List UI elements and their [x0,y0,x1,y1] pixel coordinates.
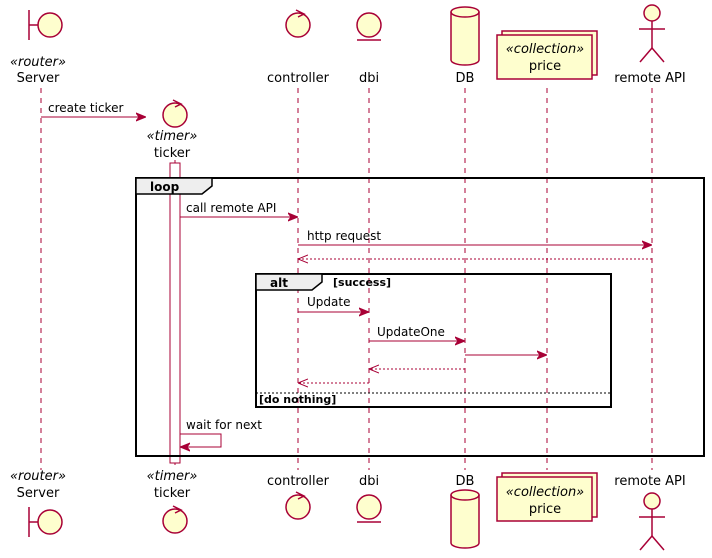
price-label-top: price [529,59,561,74]
server-label-top: Server [17,71,60,86]
alt-frame-tab [255,273,323,291]
ticker-label-top: ticker [154,146,191,161]
ticker-label-bottom: ticker [154,486,191,501]
controller-label-bottom: controller [267,474,330,489]
ticker-control-icon-bottom [162,505,188,534]
price-collection-box-bottom [496,472,598,522]
http-request-label: http request [307,229,381,243]
controller-control-icon-top [285,9,311,38]
call-remote-api-label: call remote API [186,201,276,215]
ticker-control-icon-top [162,99,188,128]
update-label: Update [307,295,350,309]
server-stereotype-top: «router» [10,55,66,70]
alt-guard-else: [do nothing] [259,393,336,406]
loop-frame-tab [135,177,213,195]
remote-api-label-bottom: remote API [614,474,685,489]
server-stereotype-bottom: «router» [10,469,66,484]
server-boundary-icon-top [28,10,63,40]
controller-control-icon-bottom [285,491,311,520]
loop-keyword: loop [150,180,180,194]
controller-label-top: controller [267,71,330,86]
remote-api-label-top: remote API [614,71,685,86]
db-database-icon-bottom [450,489,480,549]
create-ticker-label: create ticker [48,101,123,115]
ticker-activation-bar [169,162,181,464]
dbi-label-bottom: dbi [359,474,379,489]
wait-for-next-label: wait for next [186,418,262,432]
alt-frame [255,273,612,408]
ticker-stereotype-top: «timer» [147,129,198,144]
price-collection-box-top [496,30,598,80]
server-label-bottom: Server [17,486,60,501]
remote-api-actor-icon-bottom [639,492,665,551]
price-stereotype-bottom: «collection» [506,485,584,500]
dbi-label-top: dbi [359,71,379,86]
alt-keyword: alt [270,276,288,290]
ticker-stereotype-bottom: «timer» [147,469,198,484]
server-boundary-icon-bottom [28,507,63,537]
update-one-label: UpdateOne [377,325,445,339]
db-label-bottom: DB [456,474,475,489]
dbi-entity-icon-bottom [356,494,382,523]
db-database-icon-top [450,6,480,66]
price-label-bottom: price [529,502,561,517]
db-label-top: DB [456,71,475,86]
price-stereotype-top: «collection» [506,42,584,57]
remote-api-actor-icon-top [639,4,665,63]
alt-guard-success: [success] [333,276,391,289]
loop-frame [135,177,705,457]
wait-for-next-arrow [180,433,222,447]
dbi-entity-icon-top [356,12,382,41]
